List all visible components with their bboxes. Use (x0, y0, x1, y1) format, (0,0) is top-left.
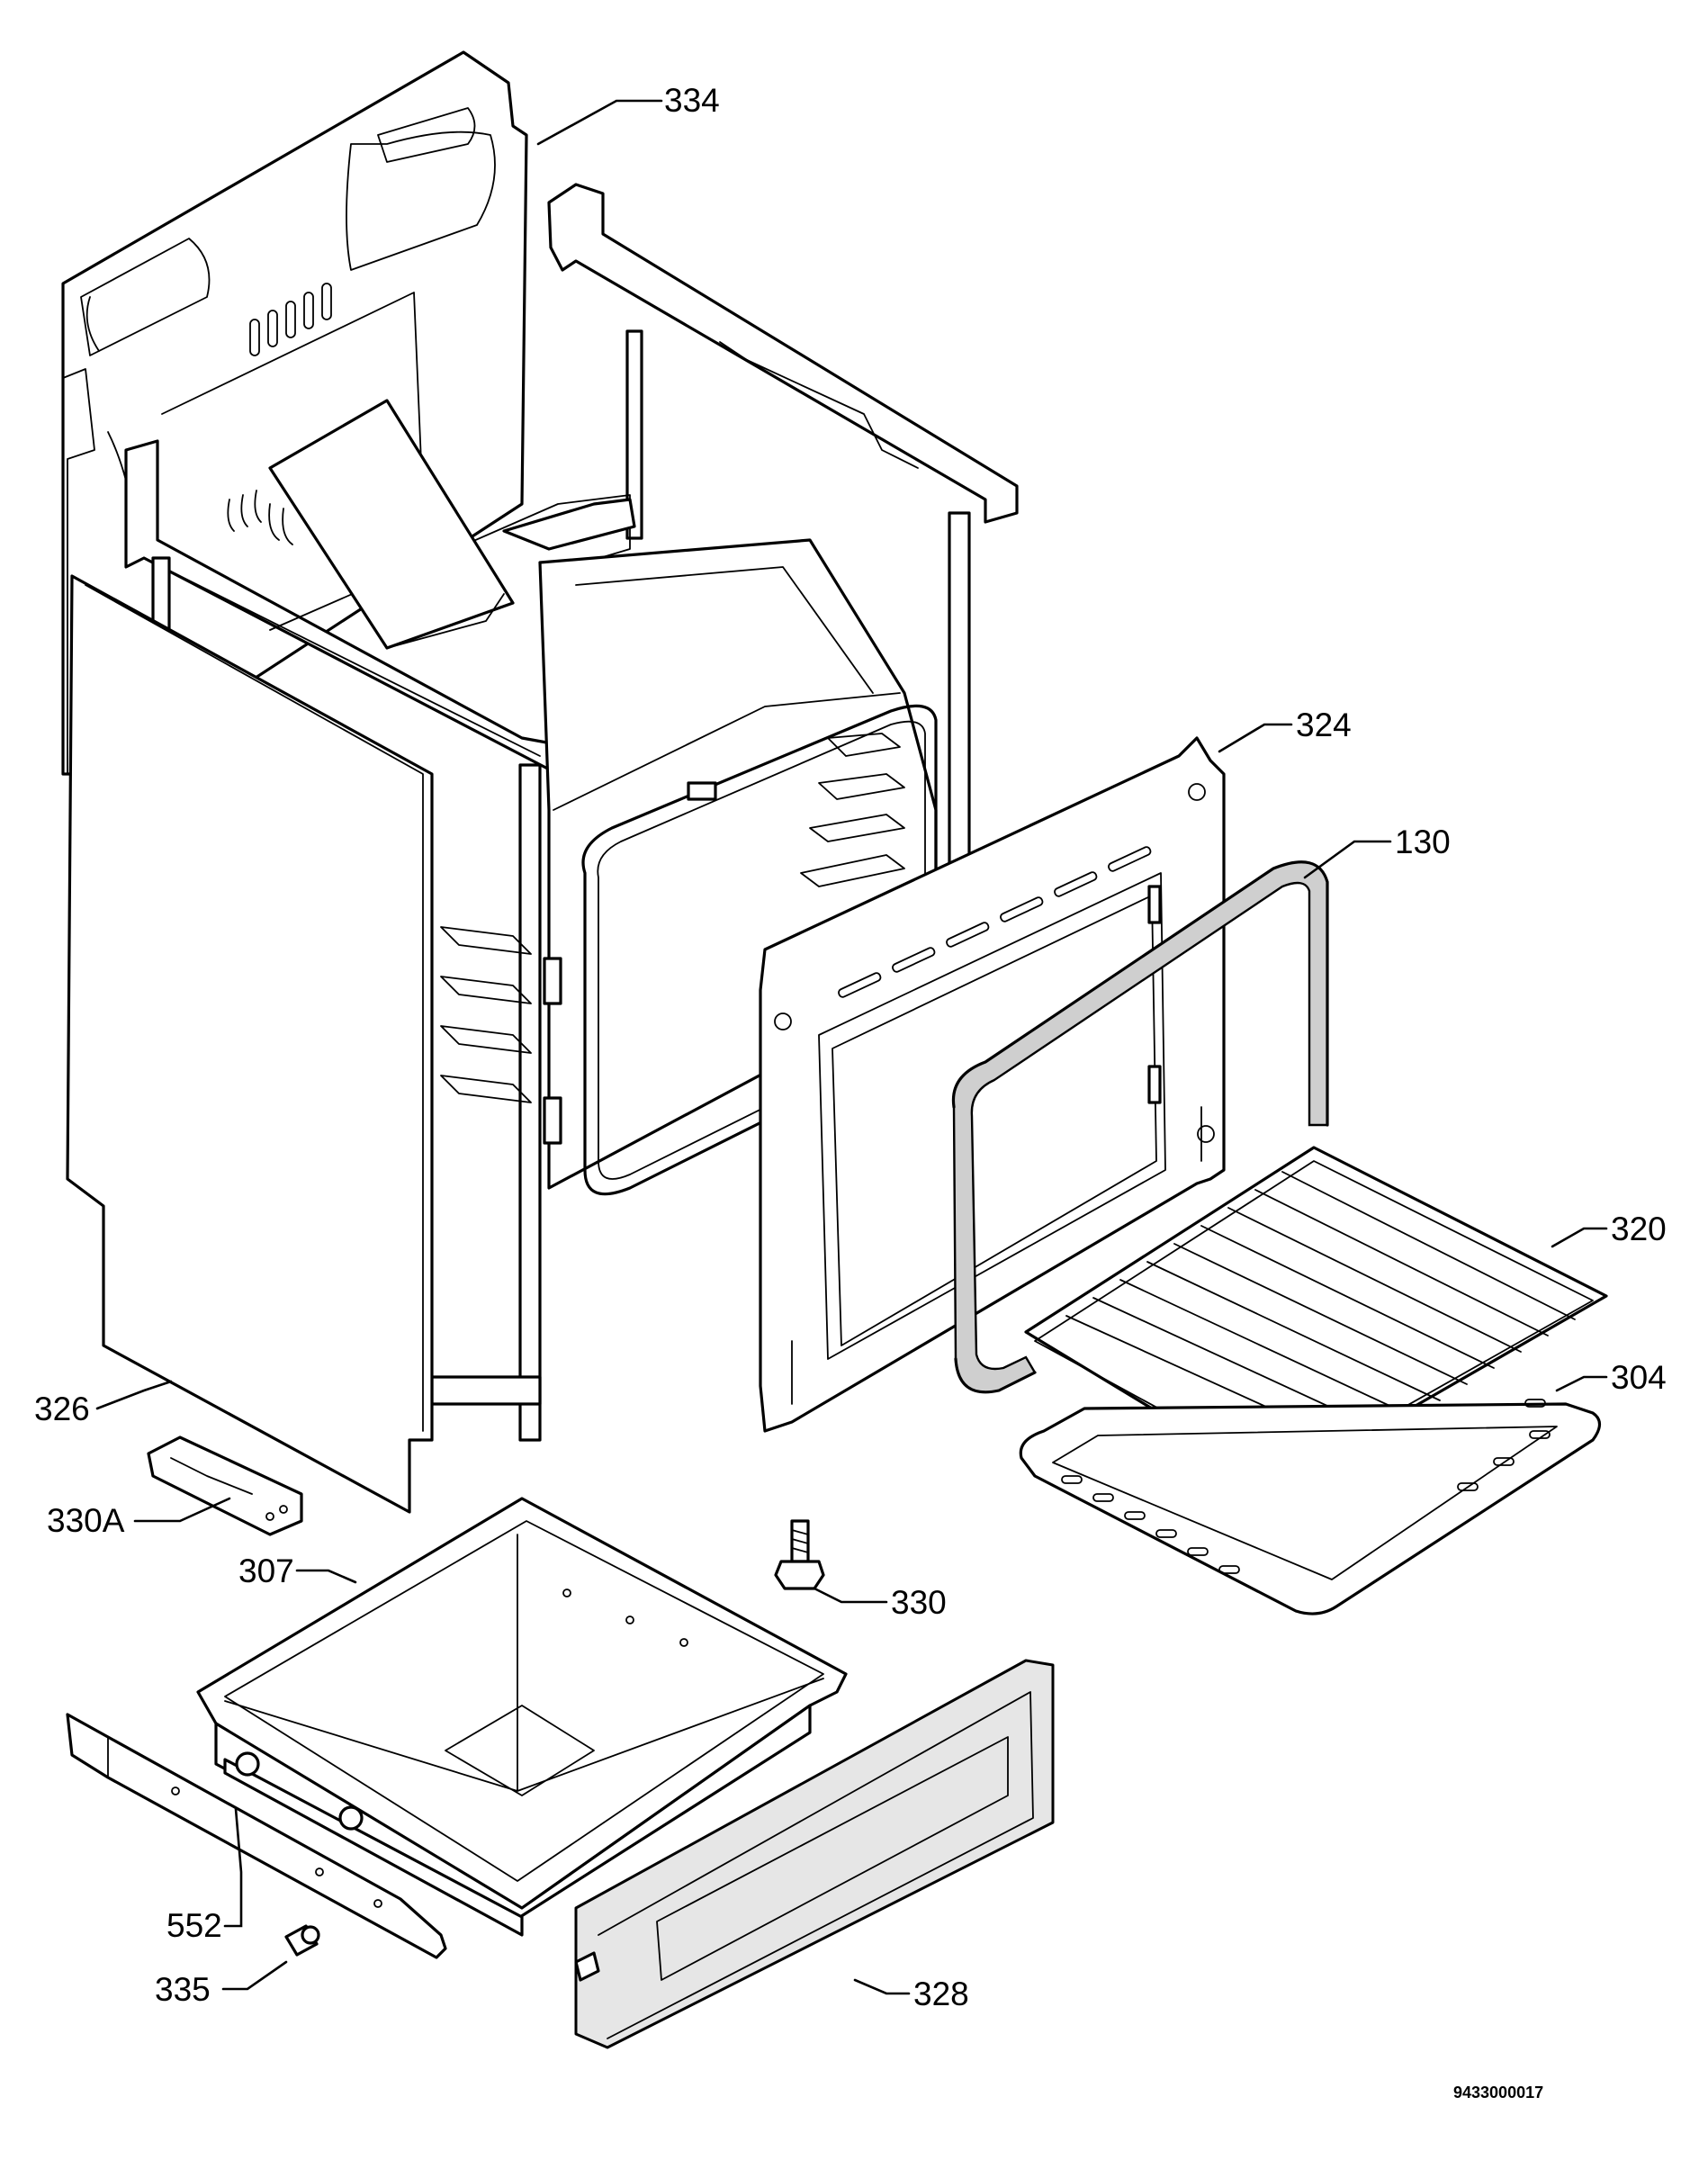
callout-130: 130 (1395, 824, 1451, 860)
callout-334: 334 (664, 82, 720, 119)
callout-324: 324 (1296, 706, 1352, 743)
part-326-side-panel (66, 574, 434, 1514)
callout-328: 328 (913, 1976, 969, 2012)
part-335-screw (284, 1924, 320, 1957)
callout-330: 330 (891, 1584, 947, 1621)
callout-330A: 330A (47, 1502, 125, 1539)
part-552-rail (66, 1713, 447, 1959)
part-330A-bracket (147, 1436, 303, 1536)
callout-labels: 334 324 130 320 304 326 330A 307 330 552… (34, 82, 1667, 2102)
part-330-foot (774, 1519, 825, 1590)
part-324-front-frame (759, 736, 1226, 1433)
leader-lines (95, 99, 1608, 1995)
part-307-drawer (196, 1497, 848, 1937)
part-328-drawer-front (574, 1659, 1055, 2049)
callout-320: 320 (1611, 1210, 1667, 1247)
part-304-baking-tray (1019, 1399, 1602, 1616)
part-130-door-seal (951, 860, 1329, 1394)
callout-552: 552 (166, 1907, 222, 1944)
callout-335: 335 (155, 1971, 211, 2008)
drawing-code: 9433000017 (1453, 2084, 1543, 2102)
callout-326: 326 (34, 1390, 90, 1427)
callout-304: 304 (1611, 1359, 1667, 1396)
callout-307: 307 (238, 1552, 294, 1589)
